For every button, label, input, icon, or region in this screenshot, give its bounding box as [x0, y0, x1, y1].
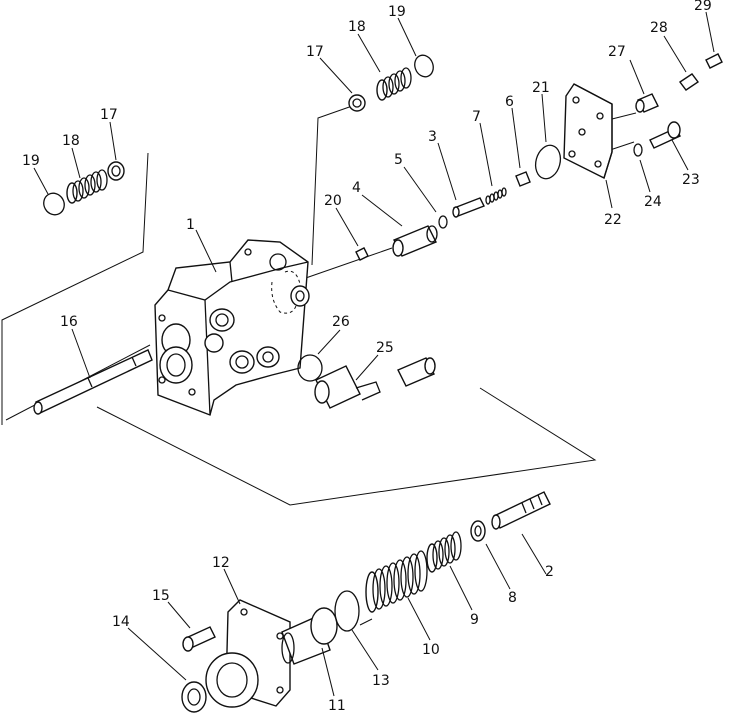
callout-2: 2: [545, 564, 554, 580]
callout-10: 10: [422, 642, 440, 658]
callout-3: 3: [428, 129, 437, 145]
callout-17-left: 17: [100, 107, 118, 123]
callout-27: 27: [608, 44, 626, 60]
callout-12: 12: [212, 555, 230, 571]
spring-18-left: [66, 169, 108, 204]
callout-29: 29: [694, 0, 712, 14]
callout-16: 16: [60, 314, 78, 330]
callouts: 1 2 3 4 5 6 7 8 9 10 11 12 13 14 15 16 1…: [22, 0, 712, 714]
bolt-28: [678, 73, 700, 91]
callout-18-left: 18: [62, 133, 80, 149]
part-3: [452, 197, 485, 218]
plug-17-top: [348, 94, 366, 112]
callout-26: 26: [332, 314, 350, 330]
left-upper-parts: [43, 161, 125, 216]
bottom-parts: [181, 491, 551, 713]
cover-22: [563, 83, 613, 179]
callout-14: 14: [112, 614, 130, 630]
callout-9: 9: [470, 612, 479, 628]
callout-18-top: 18: [348, 19, 366, 35]
callout-4: 4: [352, 180, 361, 196]
leader-lines: [33, 11, 715, 697]
callout-21: 21: [532, 80, 550, 96]
bolt-29: [705, 53, 723, 69]
callout-24: 24: [644, 194, 662, 210]
bolt-15: [182, 626, 216, 652]
spool-parts: [355, 144, 562, 261]
callout-7: 7: [472, 109, 481, 125]
callout-5: 5: [394, 152, 403, 168]
nut-14: [181, 681, 207, 713]
seat-8: [470, 520, 486, 542]
valve-body: [154, 239, 310, 416]
callout-17-top: 17: [306, 44, 324, 60]
top-parts: [348, 54, 434, 112]
callout-19-top: 19: [388, 4, 406, 20]
spring-9: [426, 531, 462, 573]
callout-23: 23: [682, 172, 700, 188]
sensor-25: [314, 357, 436, 409]
cover-12: [205, 599, 291, 708]
washer-24: [633, 143, 643, 157]
spool-2: [491, 491, 551, 530]
spring-7: [485, 187, 507, 205]
callout-1: 1: [186, 217, 195, 233]
callout-8: 8: [508, 590, 517, 606]
bolt-23: [649, 121, 681, 149]
callout-19-left: 19: [22, 153, 40, 169]
callout-22: 22: [604, 212, 622, 228]
callout-20: 20: [324, 193, 342, 209]
callout-15: 15: [152, 588, 170, 604]
plug-17-left: [107, 161, 125, 181]
ring-5: [438, 215, 448, 229]
ring-21: [534, 144, 562, 180]
callout-6: 6: [505, 94, 514, 110]
part-6: [515, 171, 531, 187]
callout-13: 13: [372, 673, 390, 689]
callout-25: 25: [376, 340, 394, 356]
piston-11: [281, 607, 338, 665]
callout-11: 11: [328, 698, 346, 714]
callout-28: 28: [650, 20, 668, 36]
ring-13: [334, 590, 360, 632]
shaft-16: [33, 349, 153, 415]
part-4: [392, 225, 438, 257]
spring-18-top: [376, 67, 412, 101]
fitting-27: [635, 93, 659, 113]
spring-10: [365, 550, 428, 613]
part-20: [355, 247, 369, 261]
ring-26: [297, 354, 323, 382]
